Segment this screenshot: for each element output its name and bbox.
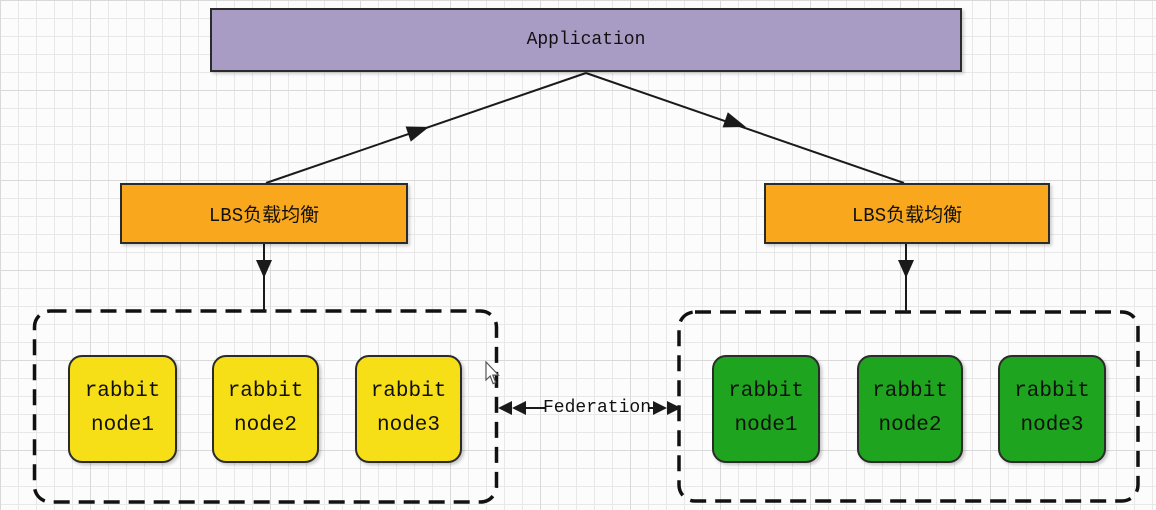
arrowhead-icon (256, 260, 272, 278)
node-label-line2: node3 (1020, 414, 1084, 437)
node-label-line2: node1 (90, 414, 154, 437)
right-cluster-node-1: rabbit node1 (712, 355, 820, 463)
node-label-line1: rabbit (84, 380, 161, 403)
node-label-line1: rabbit (728, 380, 804, 403)
lbs-left-label: LBS负载均衡 (208, 205, 320, 227)
lbs-right-label: LBS负载均衡 (851, 205, 963, 227)
left-cluster-node-2: rabbit node2 (212, 355, 319, 463)
application-label: Application (526, 30, 646, 50)
lbs-left-to-cluster-connector (256, 244, 272, 311)
node-label-line2: node3 (376, 414, 440, 437)
node-label-line1: rabbit (872, 380, 948, 403)
node-label-line2: node2 (233, 414, 297, 437)
federation-label: Federation (542, 398, 652, 418)
arrowhead-icon (498, 401, 512, 415)
left-cluster-node-3: rabbit node3 (355, 355, 462, 463)
right-cluster-node-2: rabbit node2 (857, 355, 963, 463)
node-label-line2: node1 (734, 414, 798, 437)
left-cluster-node-1: rabbit node1 (68, 355, 177, 463)
arrowhead-icon (512, 401, 526, 415)
node-label-line1: rabbit (370, 380, 447, 403)
app-to-lbs-right-connector (585, 72, 905, 184)
right-cluster-node-3: rabbit node3 (998, 355, 1106, 463)
lbs-right-box: LBS负载均衡 (764, 183, 1050, 244)
application-box: Application (210, 8, 962, 72)
lbs-left-box: LBS负载均衡 (120, 183, 408, 244)
arrowhead-icon (405, 126, 429, 142)
arrowhead-icon (722, 112, 746, 128)
app-to-lbs-left-connector (265, 72, 587, 184)
arrowhead-icon (667, 401, 681, 415)
mouse-cursor-icon (485, 360, 500, 385)
node-label-line1: rabbit (1014, 380, 1090, 403)
arrowhead-icon (898, 260, 914, 278)
lbs-right-to-cluster-connector (898, 244, 914, 312)
node-label-line2: node2 (878, 414, 942, 437)
node-label-line1: rabbit (227, 380, 304, 403)
